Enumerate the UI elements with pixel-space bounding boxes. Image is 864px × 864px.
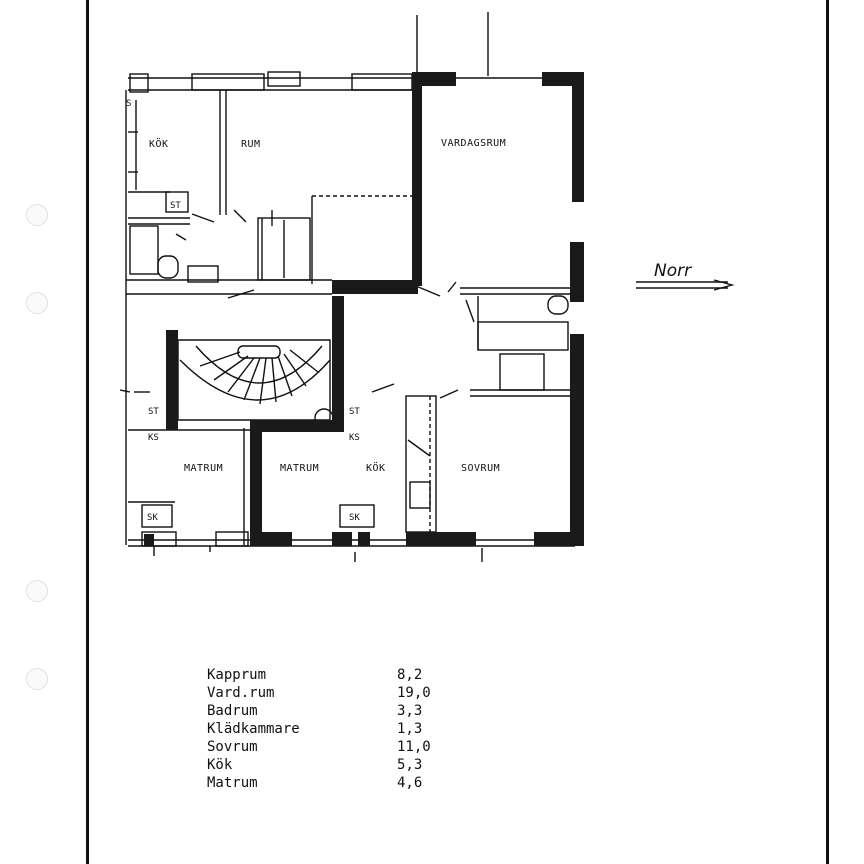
room-label-vardagsrum: VARDAGSRUM [441,138,506,149]
area-row: Matrum 4,6 [207,774,477,792]
area-row: Badrum 3,3 [207,702,477,720]
area-name: Matrum [207,775,258,791]
area-name: Vard.rum [207,685,275,701]
punch-hole [26,668,48,690]
area-value: 8,2 [397,667,423,683]
fixture-label: S [126,99,131,109]
area-name: Kapprum [207,667,267,683]
area-row: Sovrum 11,0 [207,738,477,756]
area-row: Kapprum 8,2 [207,666,477,684]
fixture-label: ST [170,201,181,211]
punch-hole [26,204,48,226]
fixture-label: ST [148,407,159,417]
fixture-label: ST [349,407,360,417]
room-label-rum: RUM [241,139,261,150]
room-label-kok: KÖK [149,137,169,150]
area-value: 4,6 [397,775,423,791]
area-value: 5,3 [397,757,423,773]
area-name: Kök [207,757,233,773]
area-row: Klädkammare 1,3 [207,720,477,738]
fixture-label: KS [148,433,159,443]
area-value: 19,0 [397,685,431,701]
punch-hole [26,292,48,314]
north-label: Norr [654,261,692,281]
room-label-matrum: MATRUM [184,463,223,474]
area-name: Badrum [207,703,258,719]
area-value: 11,0 [397,739,431,755]
page-border-right [826,0,829,864]
room-label-kok: KÖK [366,461,386,474]
fixture-label: SK [147,513,158,523]
room-label-sovrum: SOVRUM [461,463,500,474]
fixture-label: KS [349,433,360,443]
area-name: Sovrum [207,739,258,755]
area-row: Vard.rum 19,0 [207,684,477,702]
fixture-label: SK [349,513,360,523]
page-border-left [86,0,89,864]
area-row: Kök 5,3 [207,756,477,774]
punch-hole [26,580,48,602]
area-name: Klädkammare [207,721,300,737]
area-table: Kapprum 8,2 Vard.rum 19,0 Badrum 3,3 Klä… [207,666,477,792]
area-value: 3,3 [397,703,423,719]
area-value: 1,3 [397,721,423,737]
room-label-matrum: MATRUM [280,463,319,474]
